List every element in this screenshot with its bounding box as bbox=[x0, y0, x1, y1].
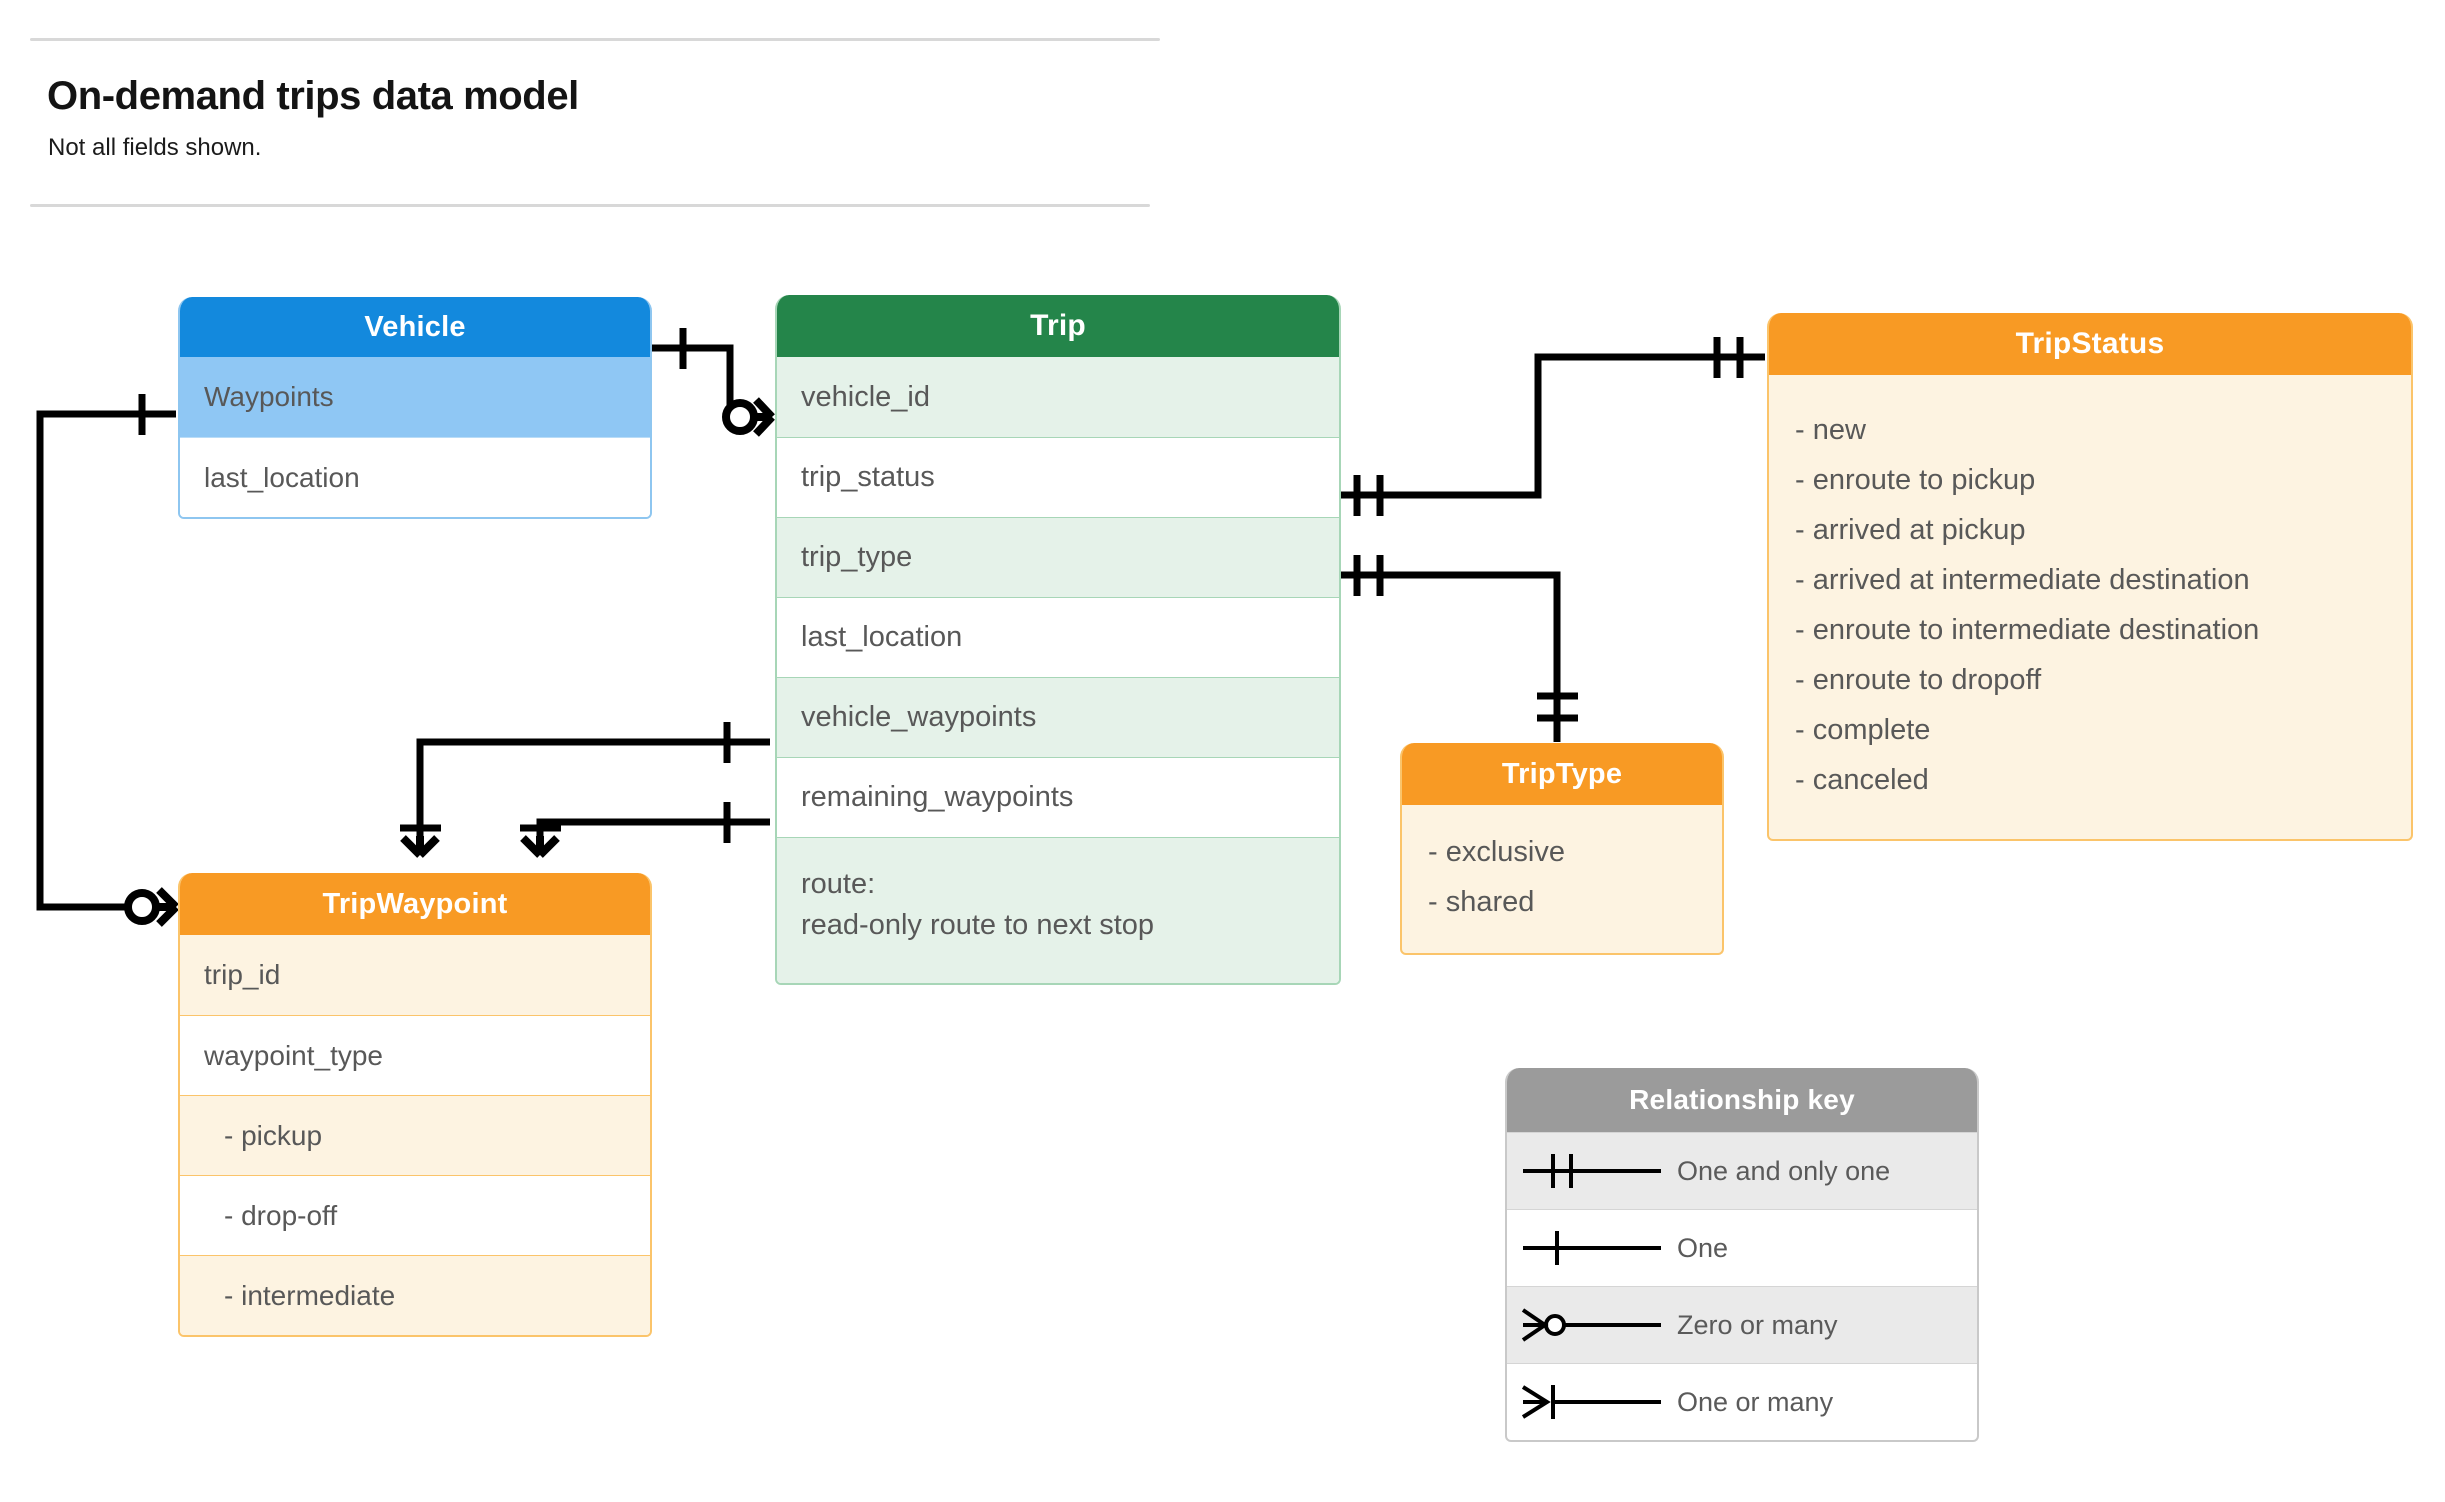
enum-value: - new bbox=[1795, 414, 1866, 446]
field-row[interactable]: vehicle_waypoints bbox=[777, 677, 1339, 757]
entity-vehicle[interactable]: Vehicle Waypoints last_location bbox=[178, 297, 652, 519]
entity-vehicle-fields: Waypoints last_location bbox=[180, 357, 650, 517]
enum-value: - enroute to intermediate destination bbox=[1795, 614, 2260, 646]
field-row[interactable]: vehicle_id bbox=[777, 357, 1339, 437]
field-label: last_location bbox=[204, 461, 360, 493]
one-or-many-icon bbox=[1507, 1377, 1677, 1427]
legend-row: One bbox=[1507, 1209, 1977, 1286]
page-subtitle: Not all fields shown. bbox=[48, 134, 262, 161]
field-label: Waypoints bbox=[204, 381, 334, 412]
field-label: last_location bbox=[801, 621, 963, 653]
field-row[interactable]: remaining_waypoints bbox=[777, 757, 1339, 837]
relationship-key-legend[interactable]: Relationship key One and only one bbox=[1505, 1068, 1979, 1442]
entity-tripstatus-values: - new - enroute to pickup - arrived at p… bbox=[1769, 375, 2411, 839]
legend-row: Zero or many bbox=[1507, 1286, 1977, 1363]
enum-value: - canceled bbox=[1795, 764, 1929, 796]
enum-value: - arrived at pickup bbox=[1795, 514, 2026, 546]
enum-value: - arrived at intermediate destination bbox=[1795, 564, 2250, 596]
legend-row: One and only one bbox=[1507, 1132, 1977, 1209]
entity-triptype-title: TripType bbox=[1402, 743, 1722, 805]
field-label: remaining_waypoints bbox=[801, 781, 1074, 813]
field-row[interactable]: - drop-off bbox=[180, 1175, 650, 1255]
entity-trip-title: Trip bbox=[777, 295, 1339, 357]
field-row[interactable]: - pickup bbox=[180, 1095, 650, 1175]
field-label: - drop-off bbox=[224, 1199, 338, 1231]
field-label: vehicle_waypoints bbox=[801, 701, 1037, 733]
legend-label: One and only one bbox=[1677, 1155, 1891, 1186]
field-label: - intermediate bbox=[224, 1279, 396, 1311]
field-row[interactable]: waypoint_type bbox=[180, 1015, 650, 1095]
enum-value: - exclusive bbox=[1428, 836, 1565, 868]
field-row[interactable]: Waypoints bbox=[180, 357, 650, 437]
route-line-1: route: bbox=[801, 868, 876, 900]
entity-vehicle-title: Vehicle bbox=[180, 297, 650, 357]
field-row[interactable]: - intermediate bbox=[180, 1255, 650, 1335]
legend-row: One or many bbox=[1507, 1363, 1977, 1440]
header-divider-top bbox=[30, 38, 1160, 41]
page-title: On-demand trips data model bbox=[47, 74, 579, 118]
entity-tripwaypoint-fields: trip_id waypoint_type - pickup - drop-of… bbox=[180, 935, 650, 1335]
entity-tripstatus-title: TripStatus bbox=[1769, 313, 2411, 375]
field-row[interactable]: last_location bbox=[180, 437, 650, 517]
entity-tripstatus[interactable]: TripStatus - new - enroute to pickup - a… bbox=[1767, 313, 2413, 841]
field-row[interactable]: last_location bbox=[777, 597, 1339, 677]
legend-title: Relationship key bbox=[1507, 1068, 1977, 1132]
entity-tripwaypoint-title: TripWaypoint bbox=[180, 873, 650, 935]
field-row[interactable]: trip_status bbox=[777, 437, 1339, 517]
field-label: trip_type bbox=[801, 541, 913, 573]
one-and-only-one-icon bbox=[1507, 1146, 1677, 1196]
enum-value: - enroute to dropoff bbox=[1795, 664, 2042, 696]
header-divider-bottom bbox=[30, 204, 1150, 207]
legend-label: One bbox=[1677, 1232, 1729, 1263]
field-label: trip_id bbox=[204, 959, 281, 990]
entity-tripwaypoint[interactable]: TripWaypoint trip_id waypoint_type - pic… bbox=[178, 873, 652, 1337]
field-row[interactable]: trip_id bbox=[180, 935, 650, 1015]
entity-triptype-values: - exclusive - shared bbox=[1402, 805, 1722, 953]
field-row-route[interactable]: route: read-only route to next stop bbox=[777, 837, 1339, 983]
field-row[interactable]: trip_type bbox=[777, 517, 1339, 597]
enum-value: - complete bbox=[1795, 714, 1931, 746]
entity-trip[interactable]: Trip vehicle_id trip_status trip_type la… bbox=[775, 295, 1341, 985]
entity-trip-fields: vehicle_id trip_status trip_type last_lo… bbox=[777, 357, 1339, 983]
zero-or-many-icon bbox=[1507, 1300, 1677, 1350]
enum-value: - enroute to pickup bbox=[1795, 464, 2036, 496]
field-label: - pickup bbox=[224, 1119, 323, 1151]
route-line-2: read-only route to next stop bbox=[801, 909, 1155, 942]
one-icon bbox=[1507, 1223, 1677, 1273]
legend-label: One or many bbox=[1677, 1386, 1834, 1417]
field-label: vehicle_id bbox=[801, 380, 930, 413]
field-label: waypoint_type bbox=[204, 1039, 384, 1071]
legend-label: Zero or many bbox=[1677, 1309, 1838, 1340]
entity-triptype[interactable]: TripType - exclusive - shared bbox=[1400, 743, 1724, 955]
field-label-route: route: read-only route to next stop bbox=[777, 864, 1154, 946]
enum-value: - shared bbox=[1428, 886, 1535, 918]
field-label: trip_status bbox=[801, 461, 935, 493]
